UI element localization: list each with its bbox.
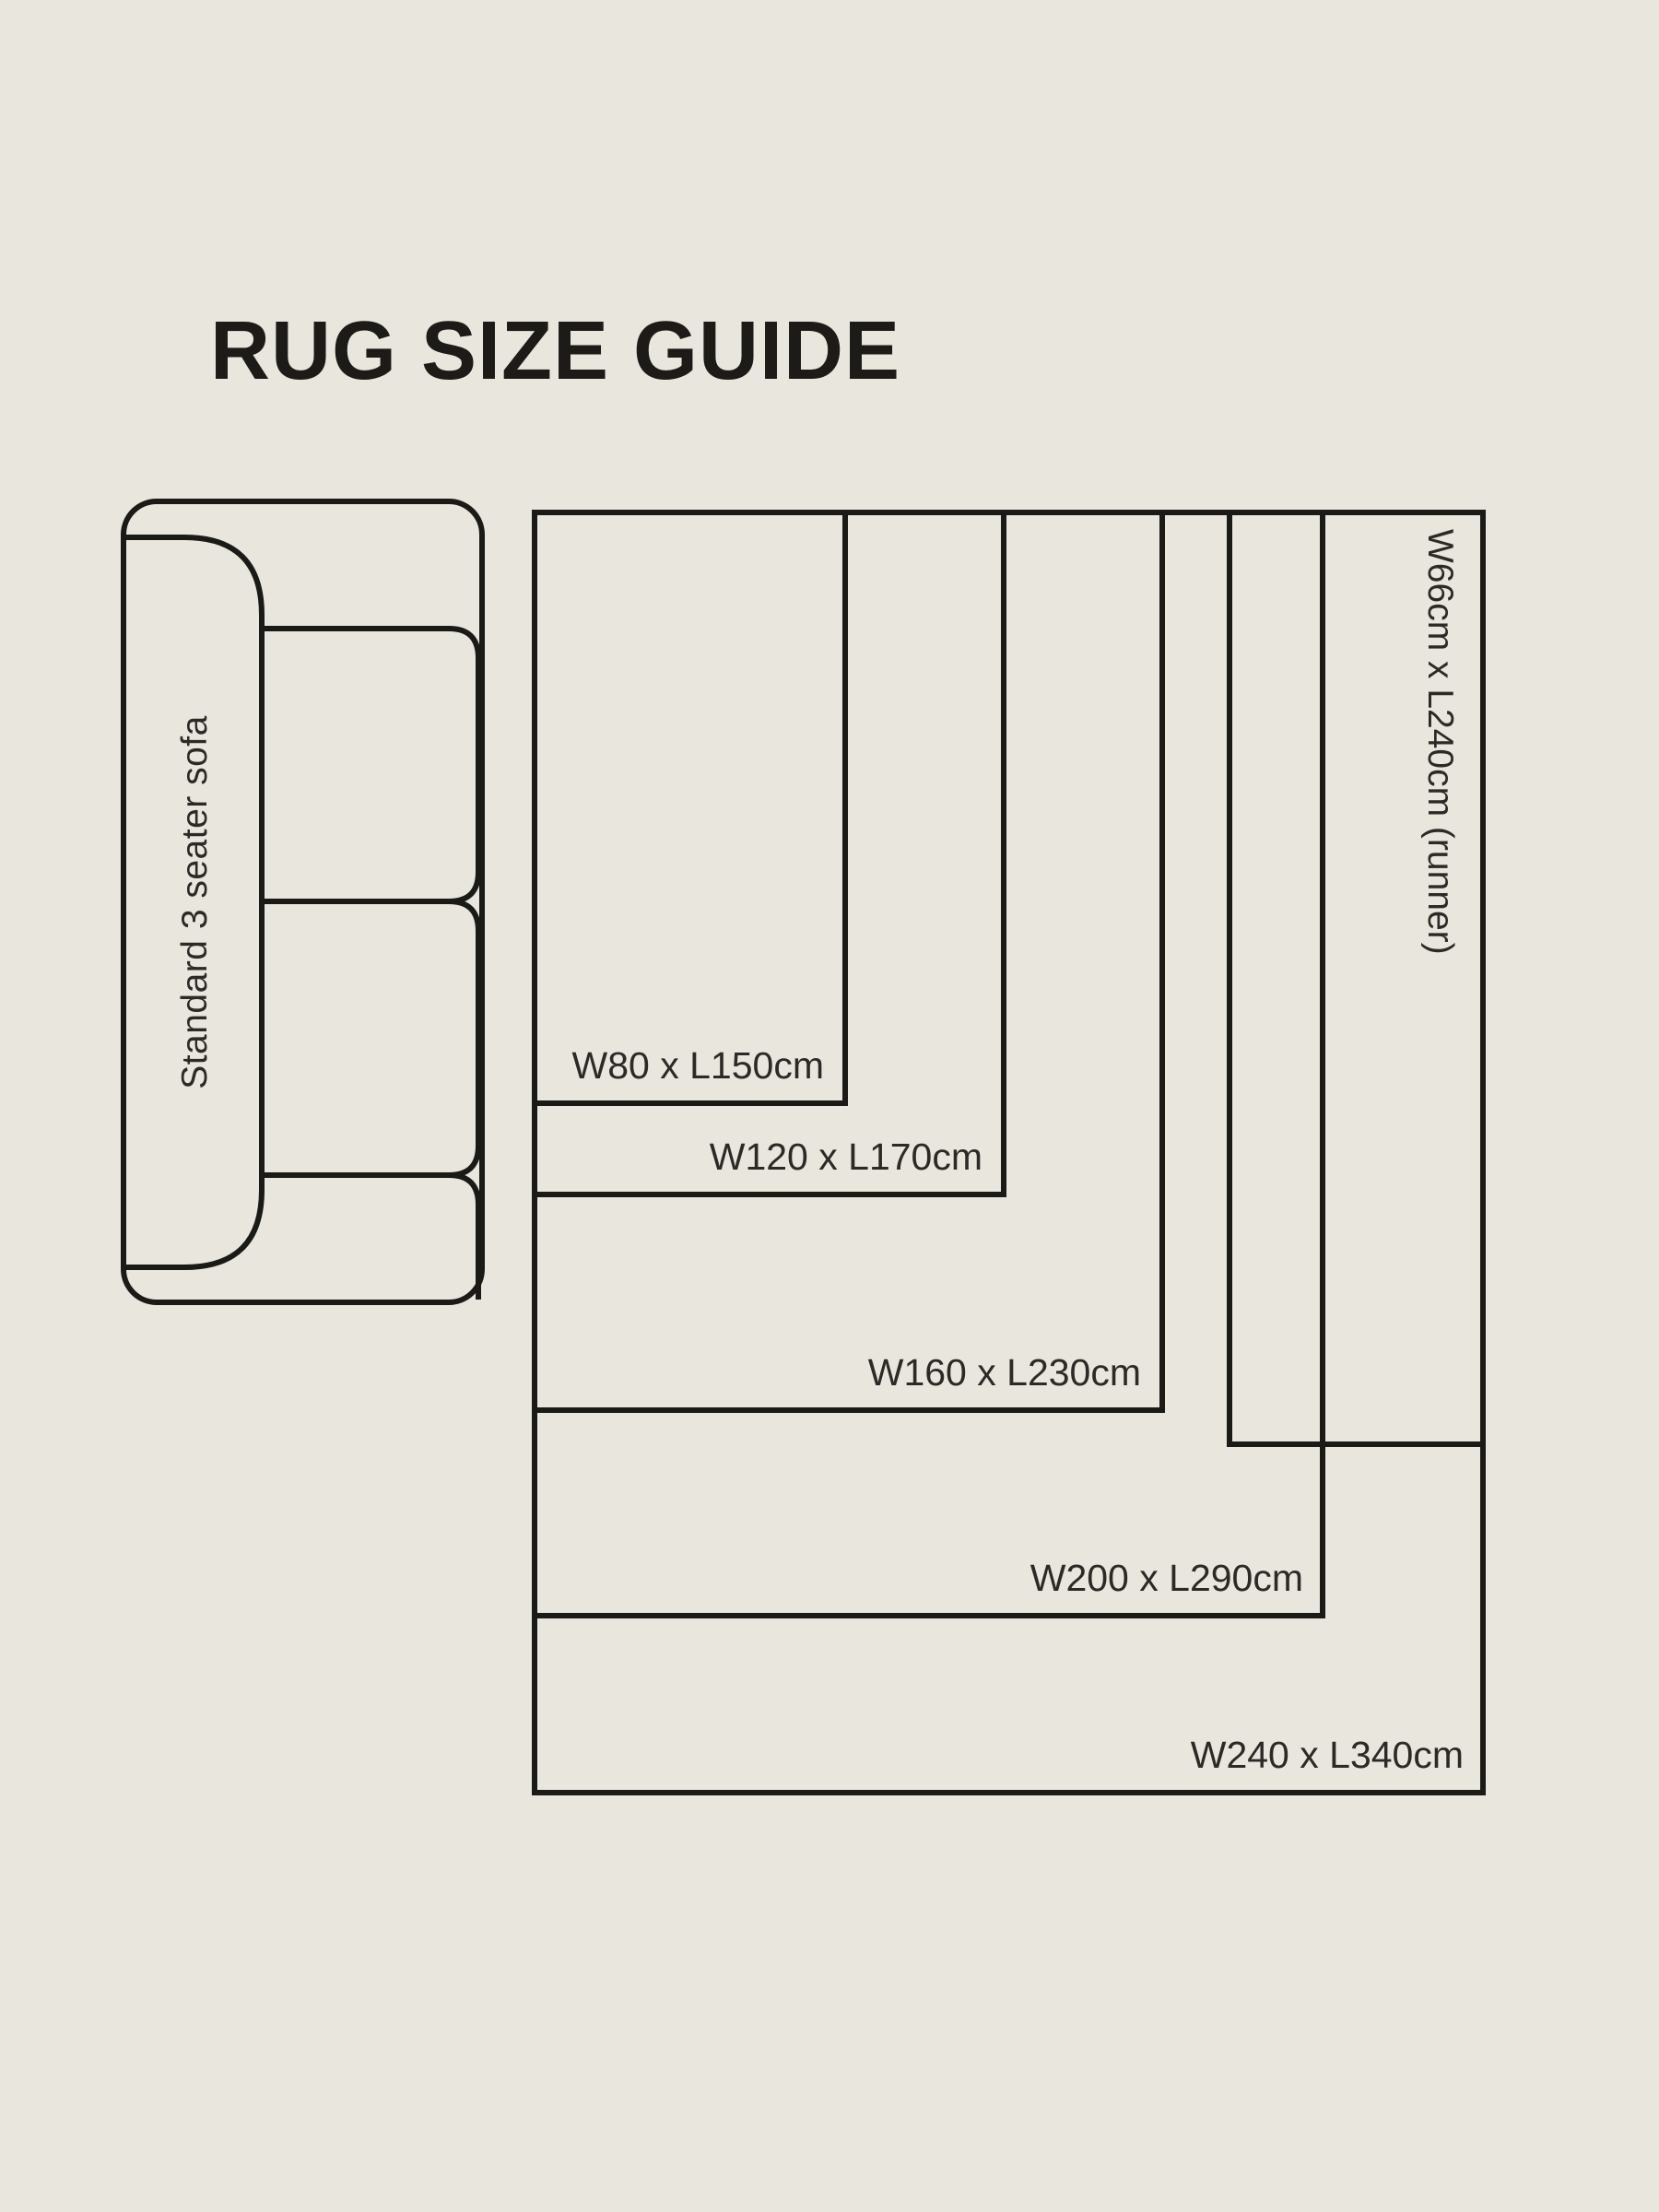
sofa-bottom-band [262, 1172, 481, 1300]
sofa-diagram: Standard 3 seater sofa [121, 499, 485, 1305]
page-title: RUG SIZE GUIDE [210, 305, 901, 397]
rug-label-w80: W80 x L150cm [571, 1044, 824, 1087]
sofa-cushion-2 [262, 899, 481, 1178]
rug-label-w160: W160 x L230cm [867, 1351, 1141, 1394]
rug-label-w200: W200 x L290cm [1030, 1557, 1303, 1599]
sofa-outline [121, 499, 485, 1305]
sofa-label: Standard 3 seater sofa [175, 715, 215, 1089]
rug-label-w120: W120 x L170cm [709, 1135, 982, 1178]
rug-outline-w80 [532, 510, 848, 1106]
sofa-cushion-1 [262, 626, 481, 904]
rug-label-w240: W240 x L340cm [1190, 1734, 1464, 1776]
rug-label-runner: W66cm x L240cm (runner) [1420, 529, 1460, 955]
rug-outline-runner [1227, 510, 1486, 1447]
